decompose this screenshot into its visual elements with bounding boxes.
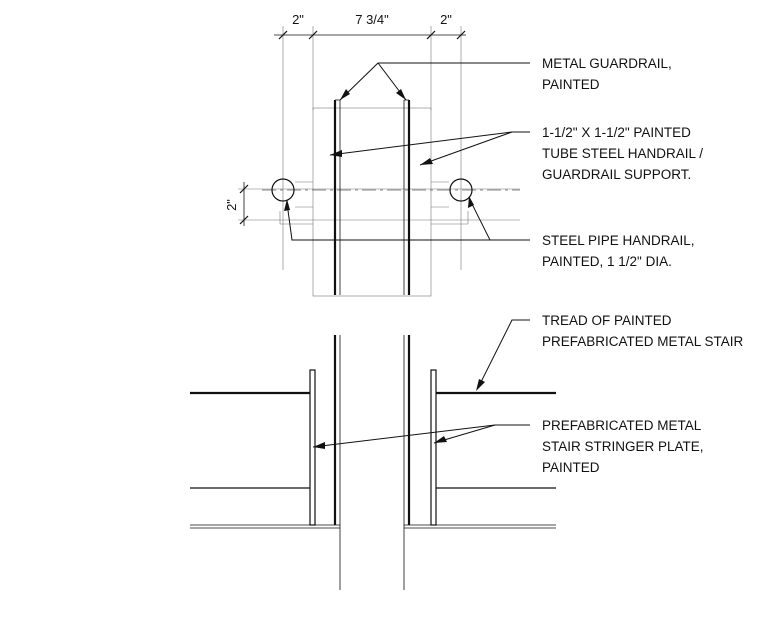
callout-guardrail: METAL GUARDRAIL, PAINTED <box>542 56 672 92</box>
callout-pipe-handrail-line-2: PAINTED, 1 1/2" DIA. <box>542 254 672 269</box>
leaders <box>284 62 530 449</box>
stringer-plate-right <box>430 369 437 526</box>
pipe-handrail-left <box>271 178 295 202</box>
dimension-tube-width: 7 3/4" <box>355 12 389 27</box>
callout-tread-line-1: TREAD OF PAINTED <box>542 313 672 328</box>
pipe-handrail-right <box>449 178 473 202</box>
callout-stringer-line-2: STAIR STRINGER PLATE, <box>542 439 704 454</box>
dimension-vertical-offset: 2" <box>224 199 239 211</box>
callout-tube-support-line-2: TUBE STEEL HANDRAIL / <box>542 146 703 161</box>
dimension-right-offset: 2" <box>440 12 452 27</box>
callout-tread: TREAD OF PAINTED PREFABRICATED METAL STA… <box>542 313 744 349</box>
callout-tube-support: 1-1/2" X 1-1/2" PAINTED TUBE STEEL HANDR… <box>542 125 703 182</box>
callout-stringer-line-3: PAINTED <box>542 460 600 475</box>
callout-stringer: PREFABRICATED METAL STAIR STRINGER PLATE… <box>542 418 704 475</box>
callout-guardrail-line-2: PAINTED <box>542 77 600 92</box>
stringer-plate-left <box>309 369 316 526</box>
callout-tube-support-line-1: 1-1/2" X 1-1/2" PAINTED <box>542 125 691 140</box>
callout-pipe-handrail: STEEL PIPE HANDRAIL, PAINTED, 1 1/2" DIA… <box>542 233 695 269</box>
callout-stringer-line-1: PREFABRICATED METAL <box>542 418 702 433</box>
callout-guardrail-line-1: METAL GUARDRAIL, <box>542 56 672 71</box>
callout-tube-support-line-3: GUARDRAIL SUPPORT. <box>542 167 691 182</box>
upper-handrail-assembly <box>262 99 520 297</box>
vertical-dimension: 2" <box>224 182 520 226</box>
dimension-left-offset: 2" <box>292 12 304 27</box>
callout-tread-line-2: PREFABRICATED METAL STAIR <box>542 334 744 349</box>
lower-stair-assembly <box>190 335 556 590</box>
top-dimension-string: 2" 7 3/4" 2" <box>274 12 466 270</box>
callout-pipe-handrail-line-1: STEEL PIPE HANDRAIL, <box>542 233 695 248</box>
